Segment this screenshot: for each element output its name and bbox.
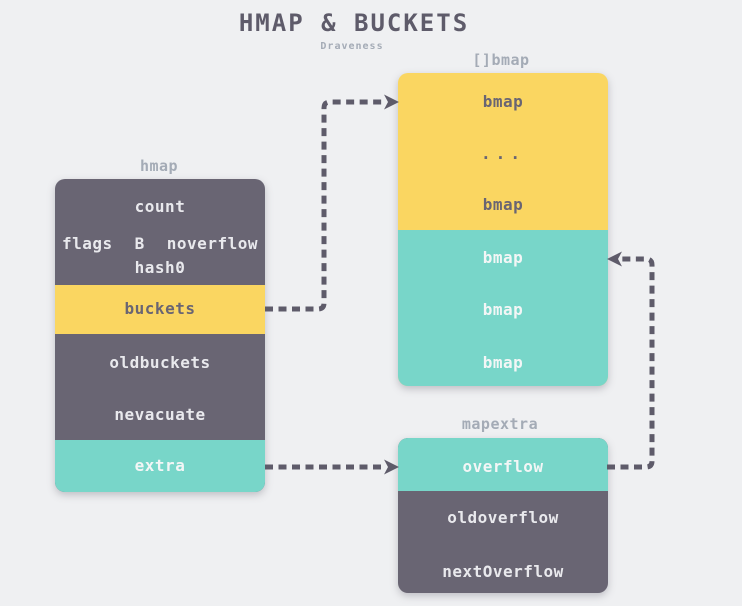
hmap-field-flags: flags [62,234,113,253]
arrow-overflow-to-bmap [607,256,655,470]
hmap-field-noverflow: noverflow [166,234,258,253]
bmap-row-ellipsis: ... [481,144,525,163]
mapextra-field-oldoverflow: oldoverflow [447,508,559,527]
hmap-field-flags-row: flags B noverflow [55,232,265,256]
diagram-subtitle: Draveness [320,41,384,52]
mapextra-field-overflow: overflow [462,457,544,476]
bmap-array-label: []bmap [472,51,530,69]
bmap-row: bmap [482,92,524,111]
mapextra-label: mapextra [461,415,539,433]
bmap-row: bmap [482,300,524,319]
arrow-head-icon [384,459,399,475]
arrow-head-icon [607,251,622,267]
hmap-struct-box: count flags B noverflow hash0 buckets ol… [55,179,265,492]
mapextra-struct-box: overflow oldoverflow nextOverflow [398,438,608,593]
hmap-field-hash0: hash0 [134,258,186,277]
hmap-buckets-band: buckets [55,285,265,334]
arrow-buckets-to-bmap [265,99,384,312]
bmap-overflow-band: bmap bmap bmap [398,230,608,386]
hmap-field-nevacuate: nevacuate [114,405,206,424]
hmap-field-buckets: buckets [124,299,196,318]
bmap-array-box: bmap ... bmap bmap bmap bmap [398,73,608,386]
diagram-title: HMAP & BUCKETS [238,9,470,37]
hmap-field-count: count [134,197,186,216]
hmap-field-extra: extra [134,456,186,475]
mapextra-overflow-band: overflow [398,438,608,491]
arrow-head-icon [384,94,399,110]
bmap-row: bmap [482,248,524,267]
bmap-row: bmap [482,195,524,214]
bmap-row: bmap [482,353,524,372]
mapextra-field-nextoverflow: nextOverflow [442,562,564,581]
hmap-field-b: B [134,234,145,253]
hmap-extra-band: extra [55,440,265,492]
hmap-field-oldbuckets: oldbuckets [109,353,211,372]
hmap-label: hmap [139,157,179,175]
